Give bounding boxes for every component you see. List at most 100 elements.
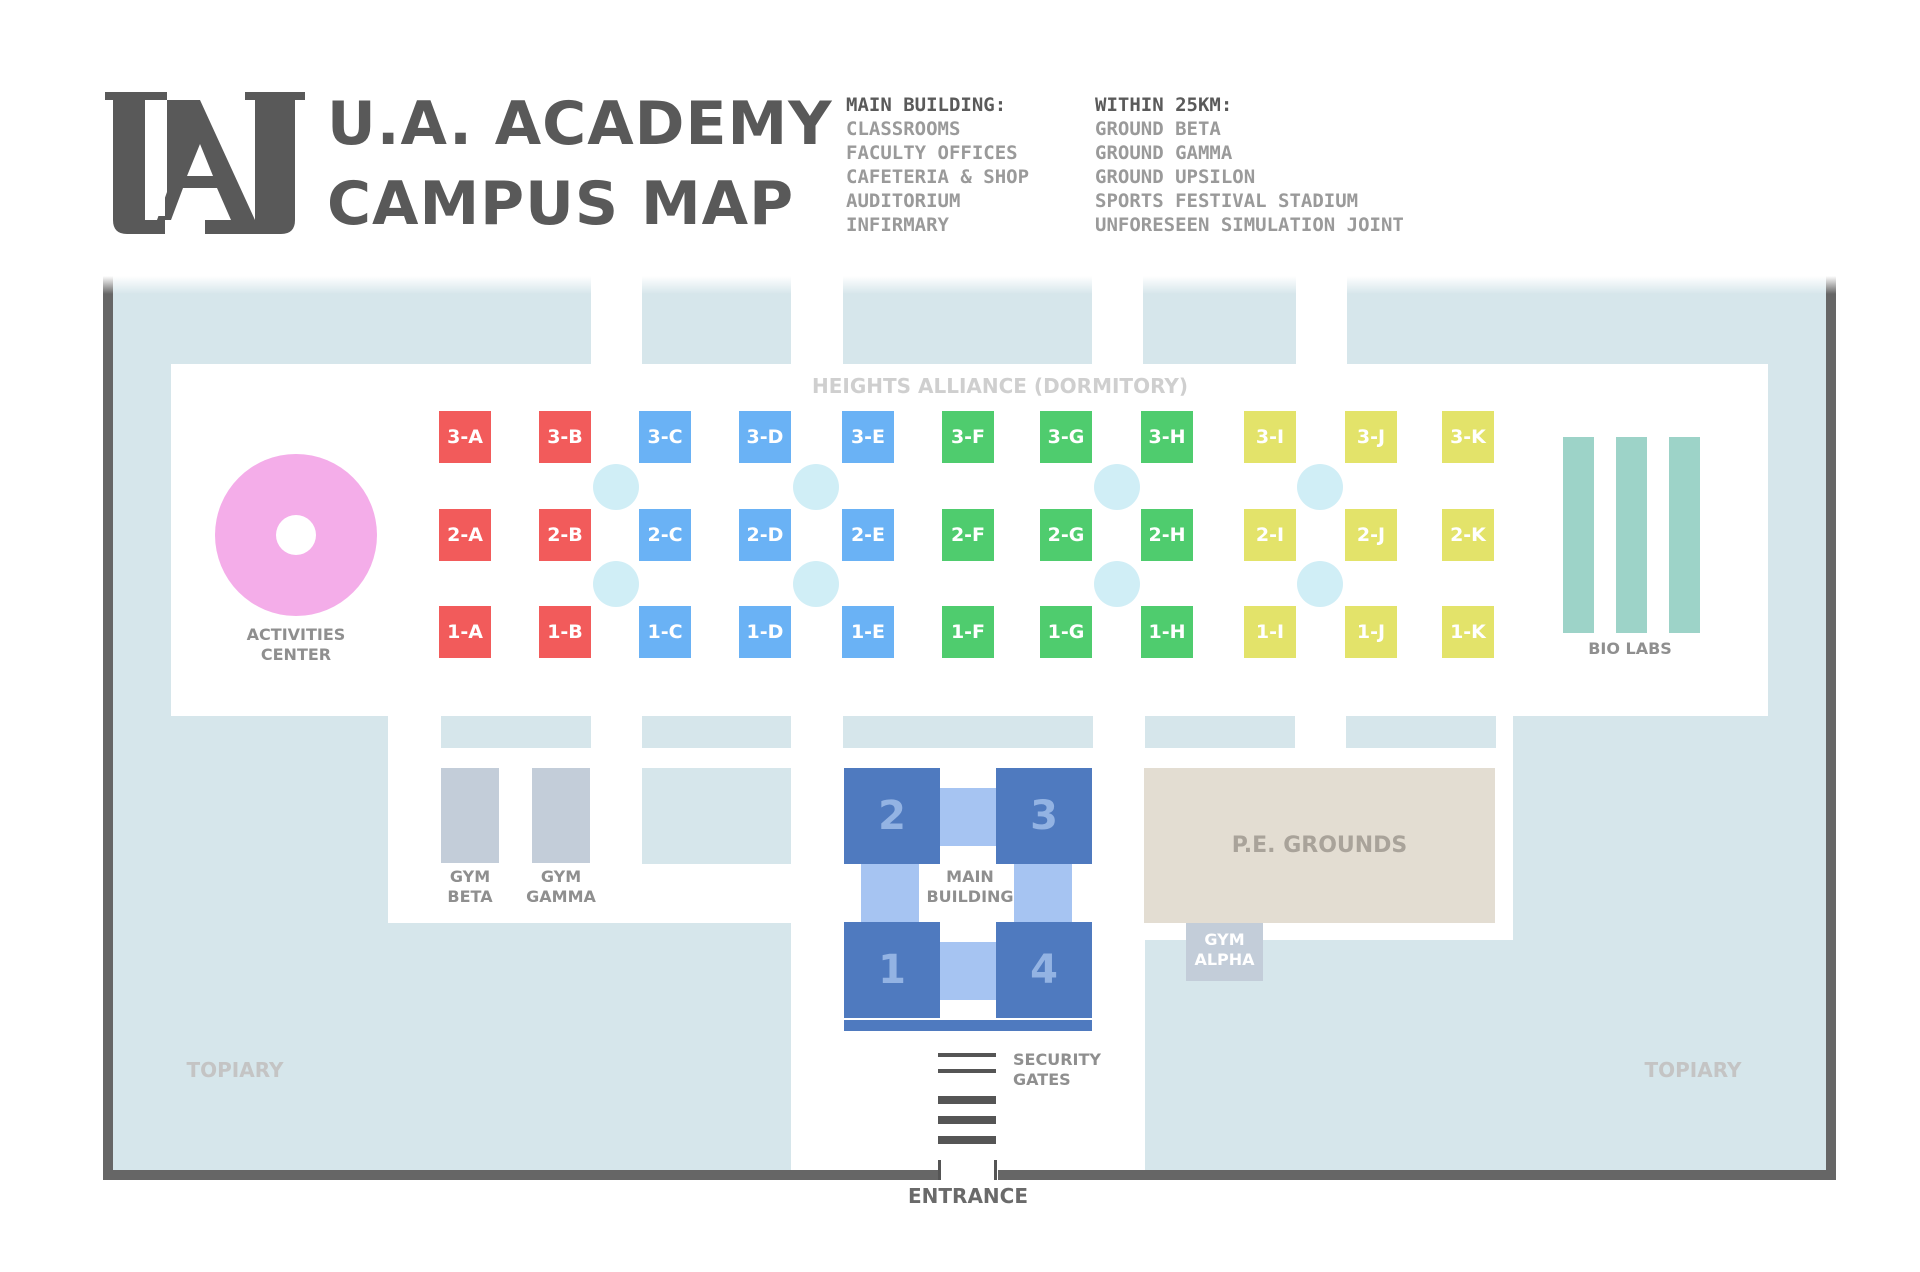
classroom-2-e[interactable]: 2-E: [842, 509, 894, 561]
wall-bottom-left: [103, 1170, 940, 1180]
main-link-bottom: [940, 942, 996, 1000]
security-gate-bar: [938, 1053, 996, 1057]
legend-main-item: AUDITORIUM: [846, 190, 961, 212]
ua-logo: [105, 92, 305, 234]
legend-main-heading: MAIN BUILDING:: [846, 94, 1007, 116]
grass-strip-1: [441, 716, 591, 748]
classroom-3-h[interactable]: 3-H: [1141, 411, 1193, 463]
pe-grounds[interactable]: [1144, 768, 1495, 923]
legend-main-building: MAIN BUILDING: CLASSROOMS FACULTY OFFICE…: [846, 93, 1029, 237]
plaza: [793, 464, 839, 510]
activities-center-label: ACTIVITIES CENTER: [246, 625, 346, 664]
gym-alpha-building[interactable]: [1186, 923, 1263, 981]
bio-lab-bar-3: [1669, 437, 1700, 633]
plaza: [1297, 464, 1343, 510]
classroom-2-d[interactable]: 2-D: [739, 509, 791, 561]
classroom-3-a[interactable]: 3-A: [439, 411, 491, 463]
classroom-2-g[interactable]: 2-G: [1040, 509, 1092, 561]
grass-top-4: [1143, 276, 1296, 364]
grass-top-5: [1347, 276, 1826, 364]
classroom-2-h[interactable]: 2-H: [1141, 509, 1193, 561]
main-link-top: [940, 788, 996, 846]
classroom-1-h[interactable]: 1-H: [1141, 606, 1193, 658]
classroom-1-g[interactable]: 1-G: [1040, 606, 1092, 658]
wall-right: [1826, 276, 1836, 1180]
main-link-right: [1014, 864, 1072, 924]
gym-gamma-building[interactable]: [532, 768, 590, 863]
grass-top-1: [113, 276, 591, 364]
entrance-post-left: [938, 1160, 941, 1180]
gym-beta-label: GYM BETA: [447, 867, 493, 906]
classroom-3-b[interactable]: 3-B: [539, 411, 591, 463]
pe-grounds-label: P.E. GROUNDS: [1231, 833, 1408, 858]
classroom-2-i[interactable]: 2-I: [1244, 509, 1296, 561]
legend-main-item: INFIRMARY: [846, 214, 949, 236]
classroom-3-k[interactable]: 3-K: [1442, 411, 1494, 463]
bio-labs-label: BIO LABS: [1588, 639, 1672, 658]
classroom-3-g[interactable]: 3-G: [1040, 411, 1092, 463]
legend-within-item: UNFORESEEN SIMULATION JOINT: [1095, 214, 1404, 236]
legend-main-item: FACULTY OFFICES: [846, 142, 1018, 164]
grass-top-3: [843, 276, 1092, 364]
topiary-left-label: TOPIARY: [186, 1058, 284, 1082]
grass-strip-2: [642, 716, 791, 748]
plaza: [793, 561, 839, 607]
legend-main-item: CLASSROOMS: [846, 118, 961, 140]
main-block-3[interactable]: 3: [996, 768, 1092, 864]
main-block-2[interactable]: 2: [844, 768, 940, 864]
legend-main-item: CAFETERIA & SHOP: [846, 166, 1030, 188]
bio-lab-bar-1: [1563, 437, 1594, 633]
classroom-1-d[interactable]: 1-D: [739, 606, 791, 658]
grass-strip-5: [1346, 716, 1496, 748]
title-line-1: U.A. ACADEMY: [327, 89, 833, 159]
grass-bottom-left: [113, 923, 791, 1170]
classroom-2-b[interactable]: 2-B: [539, 509, 591, 561]
classroom-1-j[interactable]: 1-J: [1345, 606, 1397, 658]
classroom-3-e[interactable]: 3-E: [842, 411, 894, 463]
gym-beta-building[interactable]: [441, 768, 499, 863]
classroom-2-k[interactable]: 2-K: [1442, 509, 1494, 561]
plaza: [593, 561, 639, 607]
classroom-1-e[interactable]: 1-E: [842, 606, 894, 658]
main-building-steps: [844, 1020, 1092, 1031]
classroom-2-j[interactable]: 2-J: [1345, 509, 1397, 561]
classroom-2-f[interactable]: 2-F: [942, 509, 994, 561]
classroom-2-c[interactable]: 2-C: [639, 509, 691, 561]
title-line-2: CAMPUS MAP: [327, 169, 795, 239]
legend-within-item: SPORTS FESTIVAL STADIUM: [1095, 190, 1359, 212]
classroom-2-a[interactable]: 2-A: [439, 509, 491, 561]
classroom-1-a[interactable]: 1-A: [439, 606, 491, 658]
classroom-1-f[interactable]: 1-F: [942, 606, 994, 658]
classroom-1-b[interactable]: 1-B: [539, 606, 591, 658]
classroom-1-c[interactable]: 1-C: [639, 606, 691, 658]
classroom-1-i[interactable]: 1-I: [1244, 606, 1296, 658]
classroom-3-i[interactable]: 3-I: [1244, 411, 1296, 463]
classroom-3-j[interactable]: 3-J: [1345, 411, 1397, 463]
main-link-left: [861, 864, 919, 924]
classroom-3-d[interactable]: 3-D: [739, 411, 791, 463]
plaza: [1094, 464, 1140, 510]
wall-bottom-right: [998, 1170, 1836, 1180]
legend-within-item: GROUND GAMMA: [1095, 142, 1233, 164]
classroom-3-c[interactable]: 3-C: [639, 411, 691, 463]
main-block-4[interactable]: 4: [996, 922, 1092, 1018]
grass-lower-right: [1513, 716, 1826, 940]
grass-right-side: [1768, 364, 1826, 716]
main-building-label: MAIN BUILDING: [926, 867, 1014, 906]
security-gates-label: SECURITY GATES: [1013, 1050, 1101, 1089]
grass-top-2: [642, 276, 791, 364]
grass-strip-4: [1145, 716, 1295, 748]
wall-left: [103, 276, 113, 1180]
gym-gamma-label: GYM GAMMA: [526, 867, 596, 906]
main-block-1[interactable]: 1: [844, 922, 940, 1018]
ua-logo-icon: [105, 92, 305, 234]
plaza: [1297, 561, 1343, 607]
classroom-3-f[interactable]: 3-F: [942, 411, 994, 463]
security-gate-bar: [938, 1136, 996, 1144]
classroom-1-k[interactable]: 1-K: [1442, 606, 1494, 658]
activities-center-hole: [276, 515, 316, 555]
legend-within-item: GROUND BETA: [1095, 118, 1221, 140]
entrance-post-right: [994, 1160, 997, 1180]
gym-alpha-label: GYM ALPHA: [1194, 930, 1255, 969]
legend-within-heading: WITHIN 25KM:: [1095, 94, 1233, 116]
